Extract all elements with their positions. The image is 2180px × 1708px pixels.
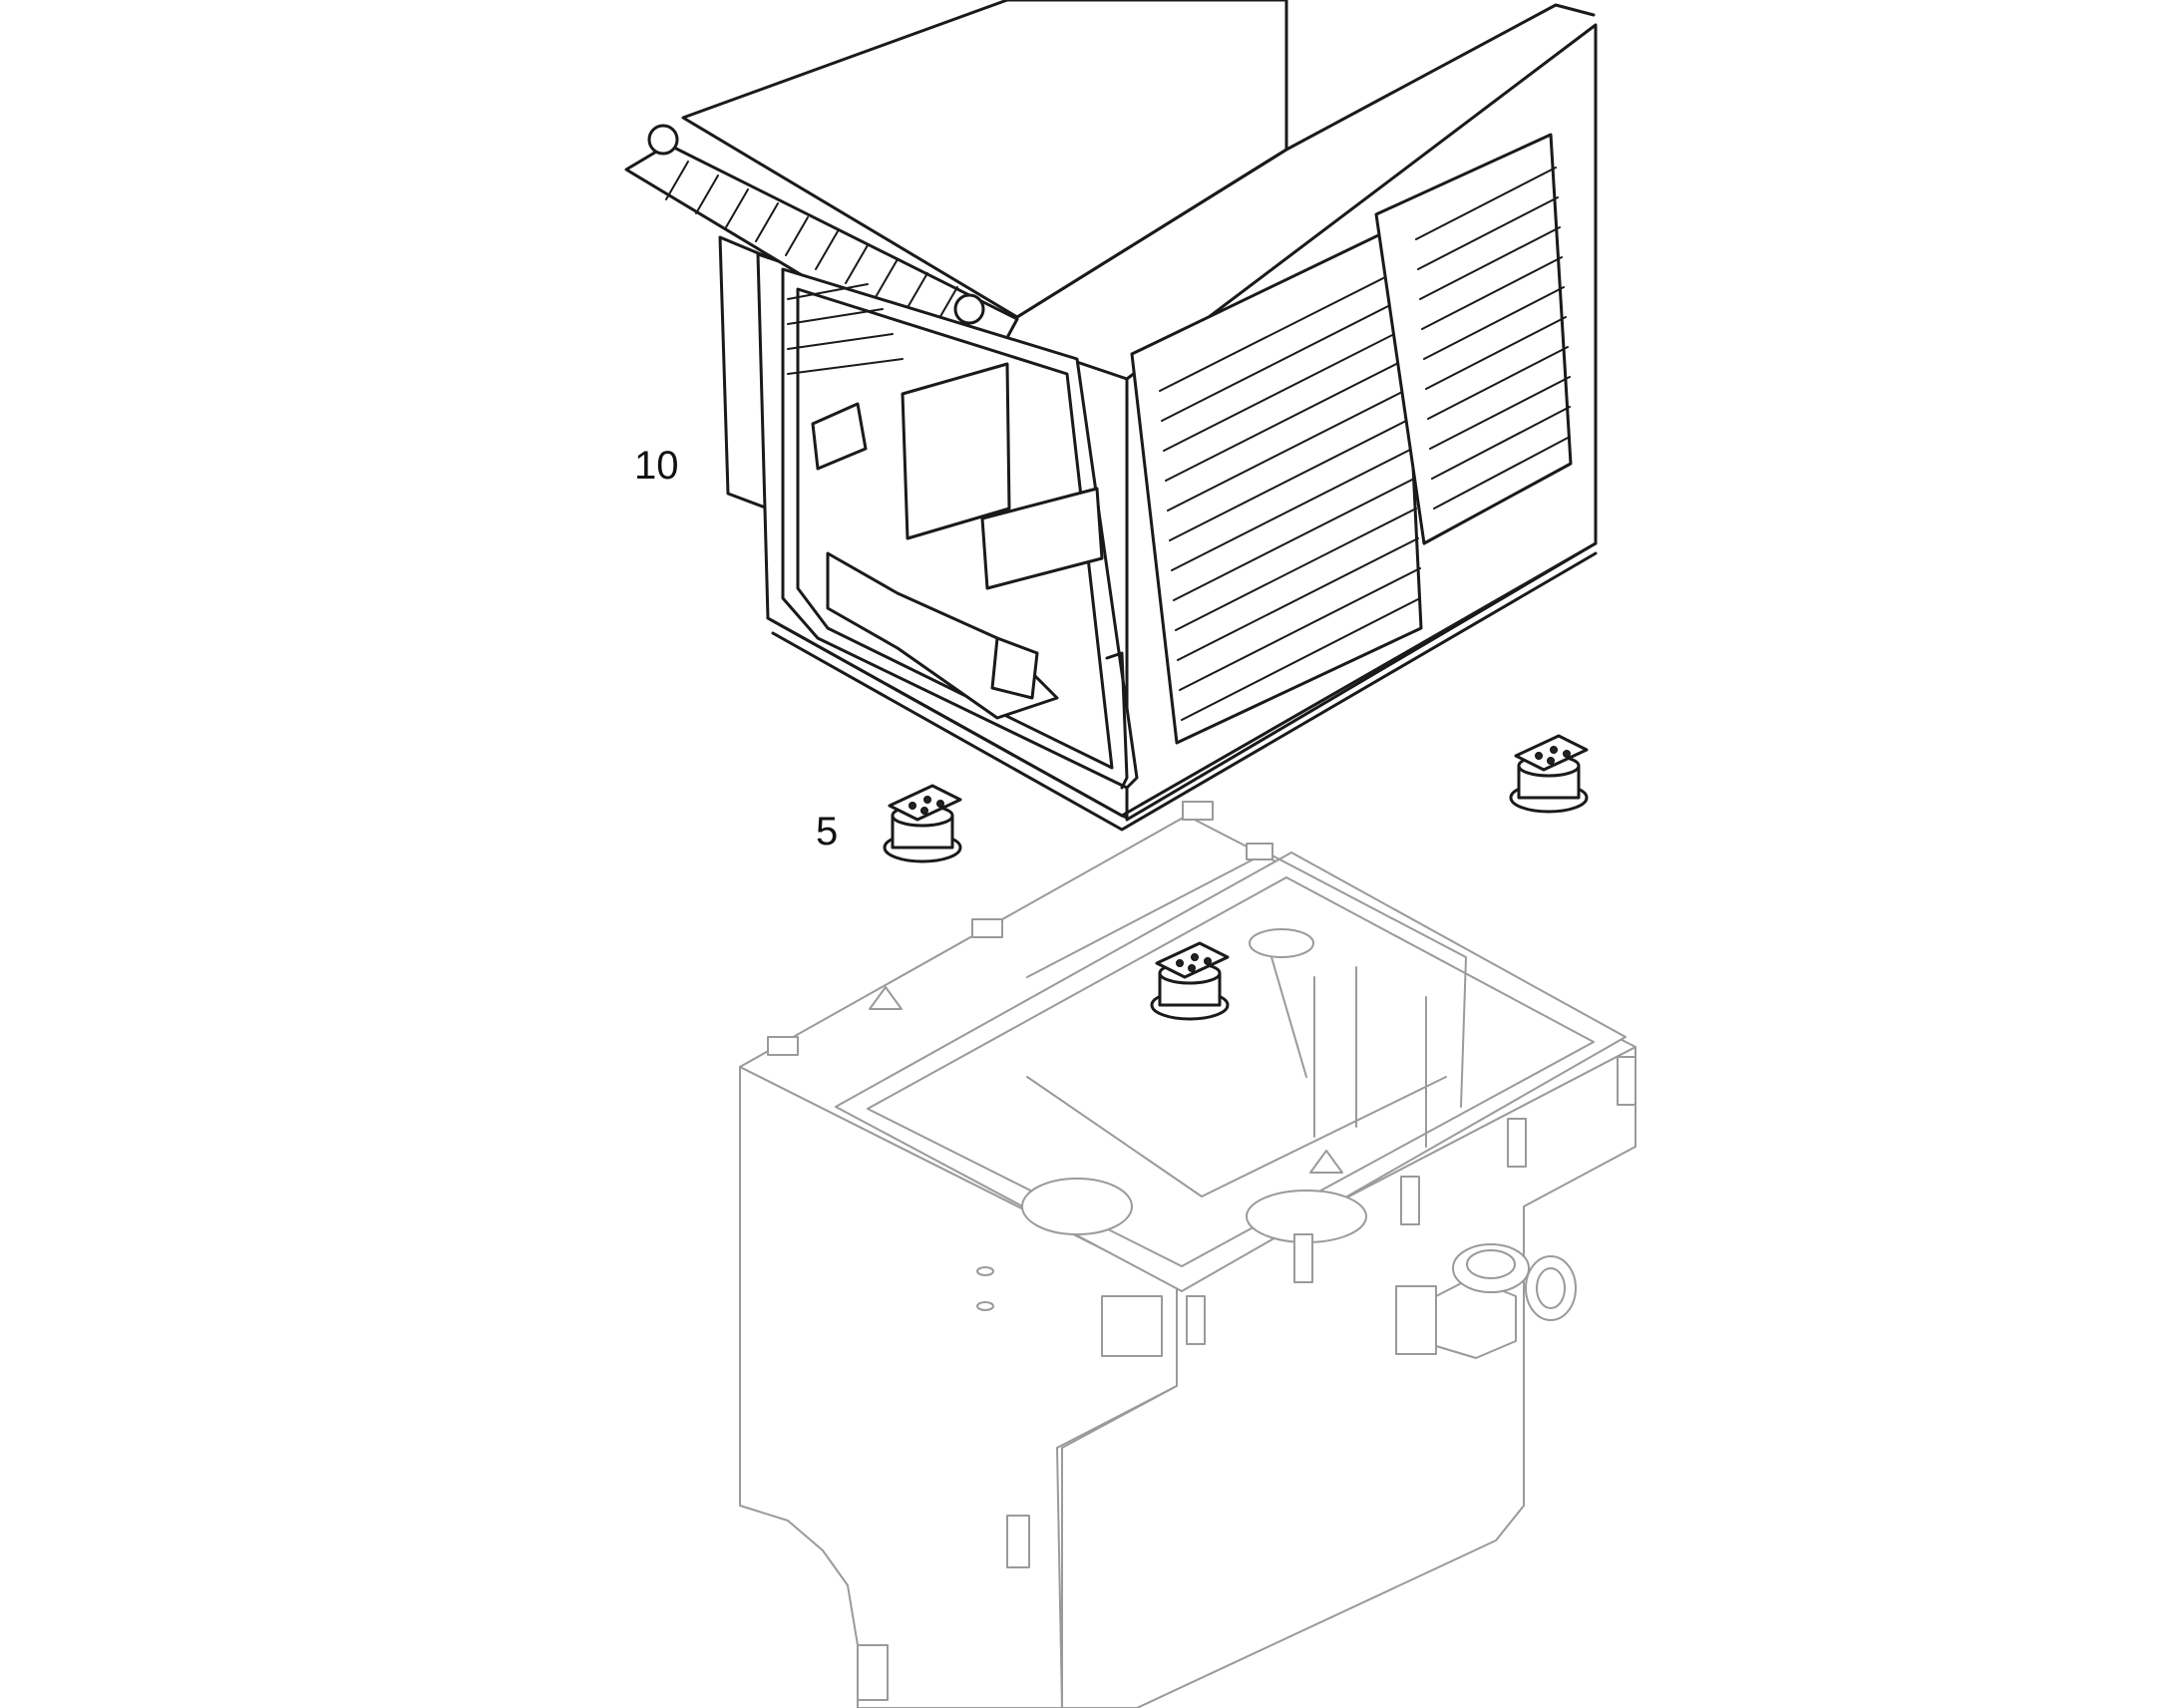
louver-panel-left-slats [1159,268,1421,721]
side-bracket-7 [857,1644,889,1701]
mount-center [1150,941,1230,1021]
interior-block-right [980,487,1104,590]
callout-label-mount: 5 [816,810,838,854]
pump-assembly [1395,1243,1577,1359]
cab-assembly [624,0,1598,832]
deck-tab-3 [767,1036,799,1056]
louver-panel-right [1374,133,1573,545]
left-access-panel [1101,1295,1163,1357]
deck-eye-1 [869,986,903,1010]
interior-block-center [901,362,1011,540]
deck-tab-4 [1246,843,1273,860]
interior-window-slats [787,283,904,375]
cab-roof-edge [1015,3,1596,319]
base-frame [739,801,1636,1708]
cab-base-edge [766,541,1598,818]
side-hole-2 [976,1301,994,1311]
base-right-face [1061,1046,1636,1708]
side-bracket-2 [1507,1118,1527,1168]
side-bracket-5 [1186,1295,1206,1345]
hatch-rod [1271,956,1307,1078]
circular-opening [1249,928,1314,958]
callout-label-cab: 10 [634,444,679,488]
deck-eye-2 [1309,1150,1343,1174]
deck-tab-1 [1182,801,1214,821]
mount-rear-right [1509,734,1589,814]
deck-tab-2 [971,918,1003,938]
cab-base-edge-lower [771,551,1598,832]
visor-eye-right [953,293,985,325]
interior-pedal [990,636,1039,700]
side-bracket-1 [1617,1056,1636,1106]
side-bracket-3 [1400,1176,1420,1225]
visor-grille [665,161,958,326]
visor-eye-left [647,124,679,156]
louver-panel-left [1130,222,1423,745]
side-bracket-6 [1006,1515,1030,1568]
louver-panel-right-slats [1415,167,1571,510]
mount-front-left [883,784,962,863]
side-hole-1 [976,1266,994,1276]
interior-block-left [811,402,868,471]
hatch-interior-floor [1026,1076,1447,1197]
interior-grab-rail [1105,651,1129,790]
cab-roof [681,0,1288,319]
side-bracket-4 [1293,1233,1313,1283]
hatch-interior-back [1026,852,1467,1108]
floor-recess-left [1021,1178,1133,1235]
